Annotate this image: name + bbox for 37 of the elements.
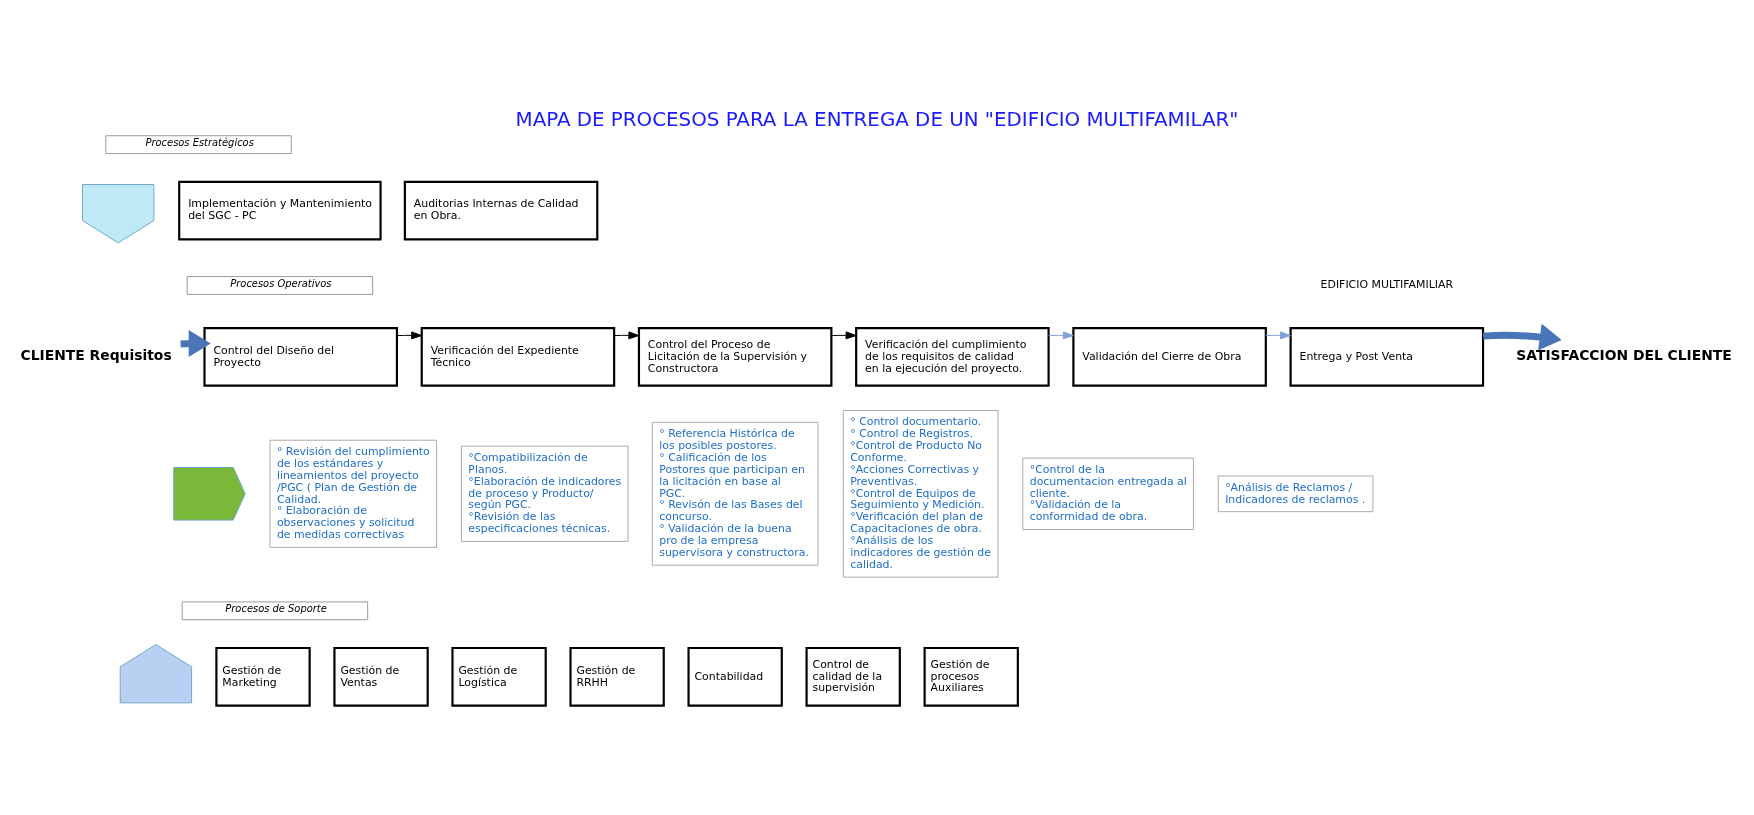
arrow xyxy=(1482,323,1562,351)
node-box: Auditorias Internas de Calidad en Obra. xyxy=(403,180,599,241)
node-box: °Compatibilización de Planos. °Elaboración de indicadores de proceso y Producto/ según PGC. °Revisión de las especificaciones técnicas. xyxy=(460,445,629,542)
node-box: ° Referencia Histórica de los posibles postores. ° Calificación de los Postores que participan en la licitación en base al PGC. ° Revisón de las Bases del concurso. ° Validación de la buena pro de la empresa supervisora y constructora. xyxy=(651,421,819,566)
node-box: Implementación y Mantenimiento del SGC - PC xyxy=(178,180,382,241)
arrow xyxy=(830,331,857,340)
node-box: Gestión de Ventas xyxy=(333,646,429,707)
node-box: Gestión de procesos Auxiliares xyxy=(923,646,1019,707)
node-box: ° Control documentario. ° Control de Registros. °Control de Producto No Conforme. °Acciones Correctivas y Preventivas. °Control de Equipos de Seguimiento y Medición. °Verificación del plan de Capacitaciones de obra. °Análisis de los indicadores de gestión de calidad. xyxy=(842,410,999,578)
node-box: Control del Diseño del Proyecto xyxy=(203,327,398,387)
node-pentagon xyxy=(119,644,193,704)
node-box: ° Revisión del cumplimiento de los estándares y lineamientos del proyecto /PGC ( Plan de Gestión de Calidad. ° Elaboración de observaciones y solicitud de medidas correctivas xyxy=(269,439,438,548)
label: EDIFICIO MULTIFAMILIAR xyxy=(1320,278,1454,292)
node-box: Gestión de Marketing xyxy=(215,646,311,707)
node-box: Validación del Cierre de Obra xyxy=(1072,327,1267,387)
node-box: Verificación del cumplimiento de los requisitos de calidad en la ejecución del proyecto. xyxy=(855,327,1050,387)
arrow xyxy=(1048,331,1074,340)
node-arrow xyxy=(173,467,246,521)
arrow xyxy=(613,331,640,340)
node-box: Procesos Estratégicos xyxy=(105,135,292,155)
arrow xyxy=(1265,331,1291,340)
node-box: °Análisis de Reclamos / Indicadores de reclamos . xyxy=(1217,475,1374,513)
node-box: Contabilidad xyxy=(687,646,783,707)
node-text: SATISFACCION DEL CLIENTE xyxy=(1516,346,1732,363)
node-box: °Control de la documentacion entregada al cliente. °Validación de la conformidad de obra. xyxy=(1022,457,1194,530)
node-box: Procesos Operativos xyxy=(186,276,374,295)
node-box: Gestión de RRHH xyxy=(569,646,665,707)
node-text: CLIENTE Requisitos xyxy=(20,346,172,363)
arrow xyxy=(396,331,423,340)
node-box: Procesos de Soporte xyxy=(181,601,369,621)
node-pentagon xyxy=(82,184,155,244)
node-box: Control del Proceso de Licitación de la Supervisión y Constructora xyxy=(637,327,833,387)
node-box: Gestión de Logística xyxy=(451,646,547,707)
node-box: Entrega y Post Venta xyxy=(1289,327,1485,387)
node-box: Control de calidad de la supervisión xyxy=(805,646,901,707)
diagram-title: MAPA DE PROCESOS PARA LA ENTREGA DE UN "EDIFICIO MULTIFAMILAR" xyxy=(515,107,1239,131)
node-box: Verificación del Expediente Técnico xyxy=(420,327,616,387)
